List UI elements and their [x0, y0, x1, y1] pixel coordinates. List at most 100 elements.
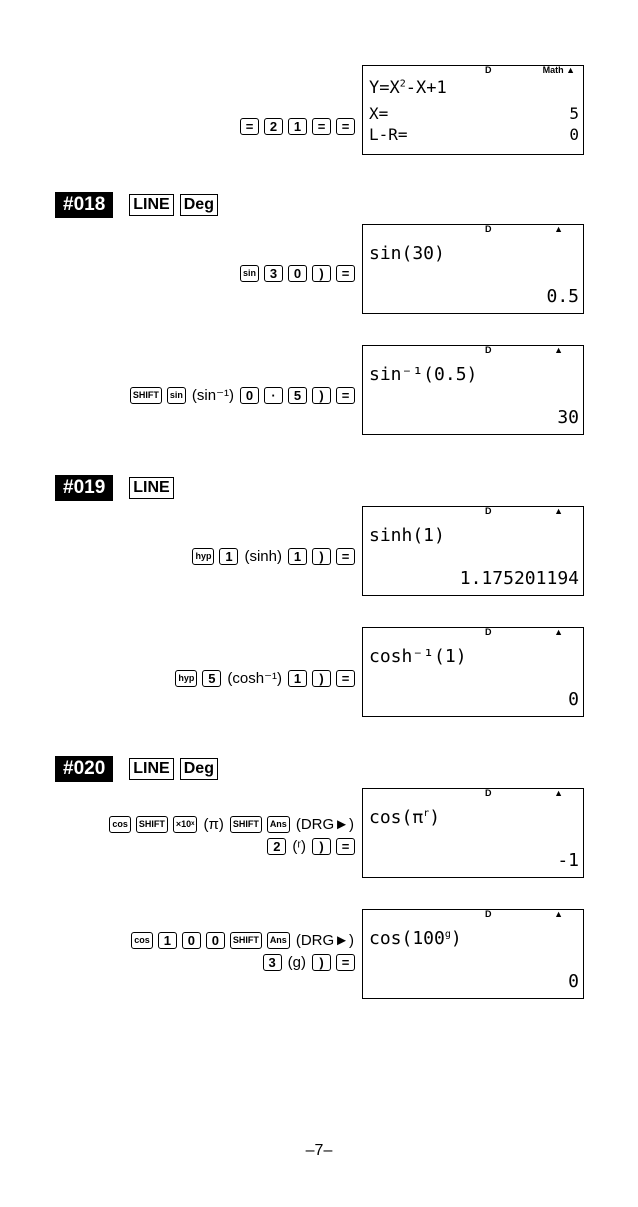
equals-key: = — [336, 954, 355, 971]
scroll-up-indicator: ▲ — [554, 909, 563, 919]
shift-key: SHIFT — [135, 816, 168, 833]
ex018-row1-keys: sin 3 0 ) = — [239, 265, 355, 282]
ex020-row2-keys-line-b: 3 (g) ) = — [262, 954, 355, 971]
lcd-result: 0 — [568, 971, 579, 992]
x10-key: ×10ˣ — [172, 816, 198, 833]
decimal-point-key: · — [264, 386, 283, 404]
lcd-result: 0.5 — [546, 286, 579, 307]
equals-key: = — [336, 669, 355, 687]
mode-deg-badge: Deg — [179, 758, 218, 780]
digit-1-key: 1 — [288, 118, 307, 135]
lcd-expression: sin⁻¹(0.5) — [369, 364, 478, 385]
mode-line-badge: LINE — [129, 758, 174, 780]
digit-3-key: 3 — [262, 954, 282, 971]
page-number: –7– — [305, 1142, 333, 1159]
lcd-result: 30 — [557, 407, 579, 428]
lcd-expression: sinh(1) — [369, 525, 445, 546]
close-paren-key: ) — [312, 954, 331, 971]
scroll-up-indicator: ▲ — [554, 345, 563, 355]
scroll-up-indicator: ▲ — [554, 506, 563, 516]
mode-line-badge: LINE — [129, 194, 174, 216]
function-label: (sinh) — [244, 548, 282, 565]
lcd-x-line: X=5 — [369, 104, 579, 123]
drg-label: (DRG►) — [295, 816, 354, 833]
example-tag: #019 — [55, 475, 114, 501]
ex019-row1-keys: hyp 1 (sinh) 1 ) = — [192, 548, 355, 565]
shift-key: SHIFT — [229, 816, 262, 833]
lcd-lr-line: L-R=0 — [369, 125, 579, 144]
lcd-screen: D ▲ sin(30) 0.5 — [362, 224, 584, 314]
ans-key: Ans — [266, 932, 290, 949]
digit-1-key: 1 — [157, 932, 177, 949]
ex020-row1-keys-line-b: 2 (ʳ) ) = — [267, 838, 355, 855]
deg-indicator: D — [485, 65, 492, 75]
function-label: (cosh⁻¹) — [227, 670, 282, 687]
pi-label: (π) — [203, 816, 224, 833]
sin-key: sin — [239, 265, 259, 282]
lcd-expression: cos(πr) — [369, 807, 441, 828]
close-paren-key: ) — [312, 838, 331, 855]
shift-key: SHIFT — [129, 386, 162, 404]
example-019-header: #019 LINE — [55, 475, 174, 501]
digit-5-key: 5 — [288, 386, 307, 404]
digit-5-key: 5 — [202, 669, 222, 687]
close-paren-key: ) — [312, 669, 331, 687]
shift-key: SHIFT — [229, 932, 262, 949]
deg-indicator: D — [485, 506, 492, 516]
lcd-expression: sin(30) — [369, 243, 445, 264]
deg-indicator: D — [485, 627, 492, 637]
hyp-key: hyp — [192, 548, 215, 565]
close-paren-key: ) — [312, 386, 331, 404]
digit-2-key: 2 — [264, 118, 283, 135]
radian-label: (ʳ) — [292, 838, 306, 855]
lcd-result: 1.175201194 — [459, 568, 579, 589]
equals-key: = — [336, 548, 355, 565]
deg-indicator: D — [485, 224, 492, 234]
lcd-expression: Y=X2-X+1 — [369, 78, 447, 98]
digit-3-key: 3 — [264, 265, 283, 282]
digit-0-key: 0 — [181, 932, 201, 949]
ex019-row2-keys: hyp 5 (cosh⁻¹) 1 ) = — [175, 669, 355, 687]
example-018-header: #018 LINE Deg — [55, 192, 218, 218]
digit-2-key: 2 — [267, 838, 287, 855]
lcd-screen: D ▲ sinh(1) 1.175201194 — [362, 506, 584, 596]
cos-key: cos — [131, 932, 153, 949]
lcd-result: -1 — [557, 850, 579, 871]
scroll-up-indicator: ▲ — [554, 788, 563, 798]
lcd-expression: cos(100g) — [369, 928, 462, 949]
ex018-row2-keys: SHIFT sin (sin⁻¹) 0 · 5 ) = — [129, 386, 355, 404]
lcd-screen: D Math ▲ Y=X2-X+1 X=5 L-R=0 — [362, 65, 584, 155]
equals-key: = — [336, 386, 355, 404]
close-paren-key: ) — [312, 265, 331, 282]
digit-1-key: 1 — [288, 548, 307, 565]
deg-indicator: D — [485, 909, 492, 919]
ans-key: Ans — [266, 816, 290, 833]
lcd-screen: D ▲ cos(100g) 0 — [362, 909, 584, 999]
digit-0-key: 0 — [205, 932, 225, 949]
digit-1-key: 1 — [219, 548, 239, 565]
example-020-header: #020 LINE Deg — [55, 756, 218, 782]
math-mode-indicator: Math ▲ — [542, 65, 575, 75]
drg-label: (DRG►) — [295, 932, 354, 949]
mode-line-badge: LINE — [129, 477, 174, 499]
example-tag: #018 — [55, 192, 114, 218]
sin-key: sin — [166, 386, 186, 404]
ex020-row2-keys-line-a: cos 1 0 0 SHIFT Ans (DRG►) — [131, 932, 355, 949]
mode-deg-badge: Deg — [179, 194, 218, 216]
deg-indicator: D — [485, 788, 492, 798]
lcd-screen: D ▲ sin⁻¹(0.5) 30 — [362, 345, 584, 435]
function-label: (sin⁻¹) — [191, 387, 234, 404]
equals-key: = — [336, 265, 355, 282]
lcd-expression: cosh⁻¹(1) — [369, 646, 467, 667]
equals-key: = — [240, 118, 259, 135]
ex020-row1-keys-line-a: cos SHIFT ×10ˣ (π) SHIFT Ans (DRG►) — [109, 816, 355, 833]
example-tag: #020 — [55, 756, 114, 782]
lcd-screen: D ▲ cosh⁻¹(1) 0 — [362, 627, 584, 717]
digit-0-key: 0 — [240, 386, 259, 404]
ex017-key-sequence: = 2 1 = = — [240, 118, 355, 135]
close-paren-key: ) — [312, 548, 331, 565]
deg-indicator: D — [485, 345, 492, 355]
equals-key: = — [312, 118, 331, 135]
digit-1-key: 1 — [288, 669, 307, 687]
scroll-up-indicator: ▲ — [554, 627, 563, 637]
